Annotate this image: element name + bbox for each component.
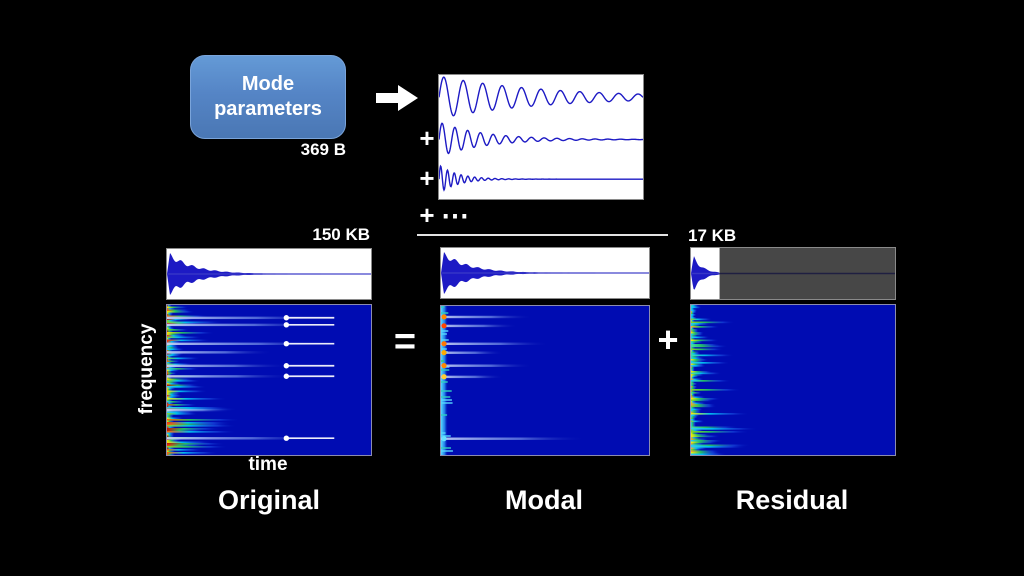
- modal-spectrogram: [440, 305, 650, 456]
- sum-divider-line: [417, 234, 668, 236]
- residual-title: Residual: [735, 485, 849, 515]
- residual-waveform-panel: [690, 247, 896, 300]
- modal-title: Modal: [505, 485, 583, 515]
- original-size-label: 150 KB: [312, 225, 370, 244]
- residual-size-label: 17 KB: [688, 226, 737, 245]
- modal-waveform-panel: [440, 247, 650, 299]
- frequency-axis-label: frequency: [136, 323, 157, 415]
- plus-operator-1: +: [419, 122, 435, 153]
- original-waveform-panel: [166, 248, 372, 300]
- mode-parameters-size-label: 369 B: [300, 140, 346, 159]
- original-title: Original: [217, 485, 320, 515]
- time-axis-label: time: [248, 454, 288, 475]
- plus-operator-3: +: [419, 199, 435, 230]
- plus-operator-main: +: [657, 319, 679, 360]
- mode-parameters-label: Mode parameters: [214, 73, 322, 120]
- ellipsis-label: ⋯: [441, 199, 470, 231]
- mode-waveforms-panel: [438, 74, 644, 200]
- mode-parameters-box: Mode parameters: [190, 55, 346, 139]
- right-arrow-icon: [376, 85, 418, 111]
- equals-operator: =: [393, 320, 417, 363]
- original-spectrogram: [166, 304, 372, 456]
- residual-spectrogram: [690, 304, 896, 456]
- plus-operator-2: +: [419, 162, 435, 193]
